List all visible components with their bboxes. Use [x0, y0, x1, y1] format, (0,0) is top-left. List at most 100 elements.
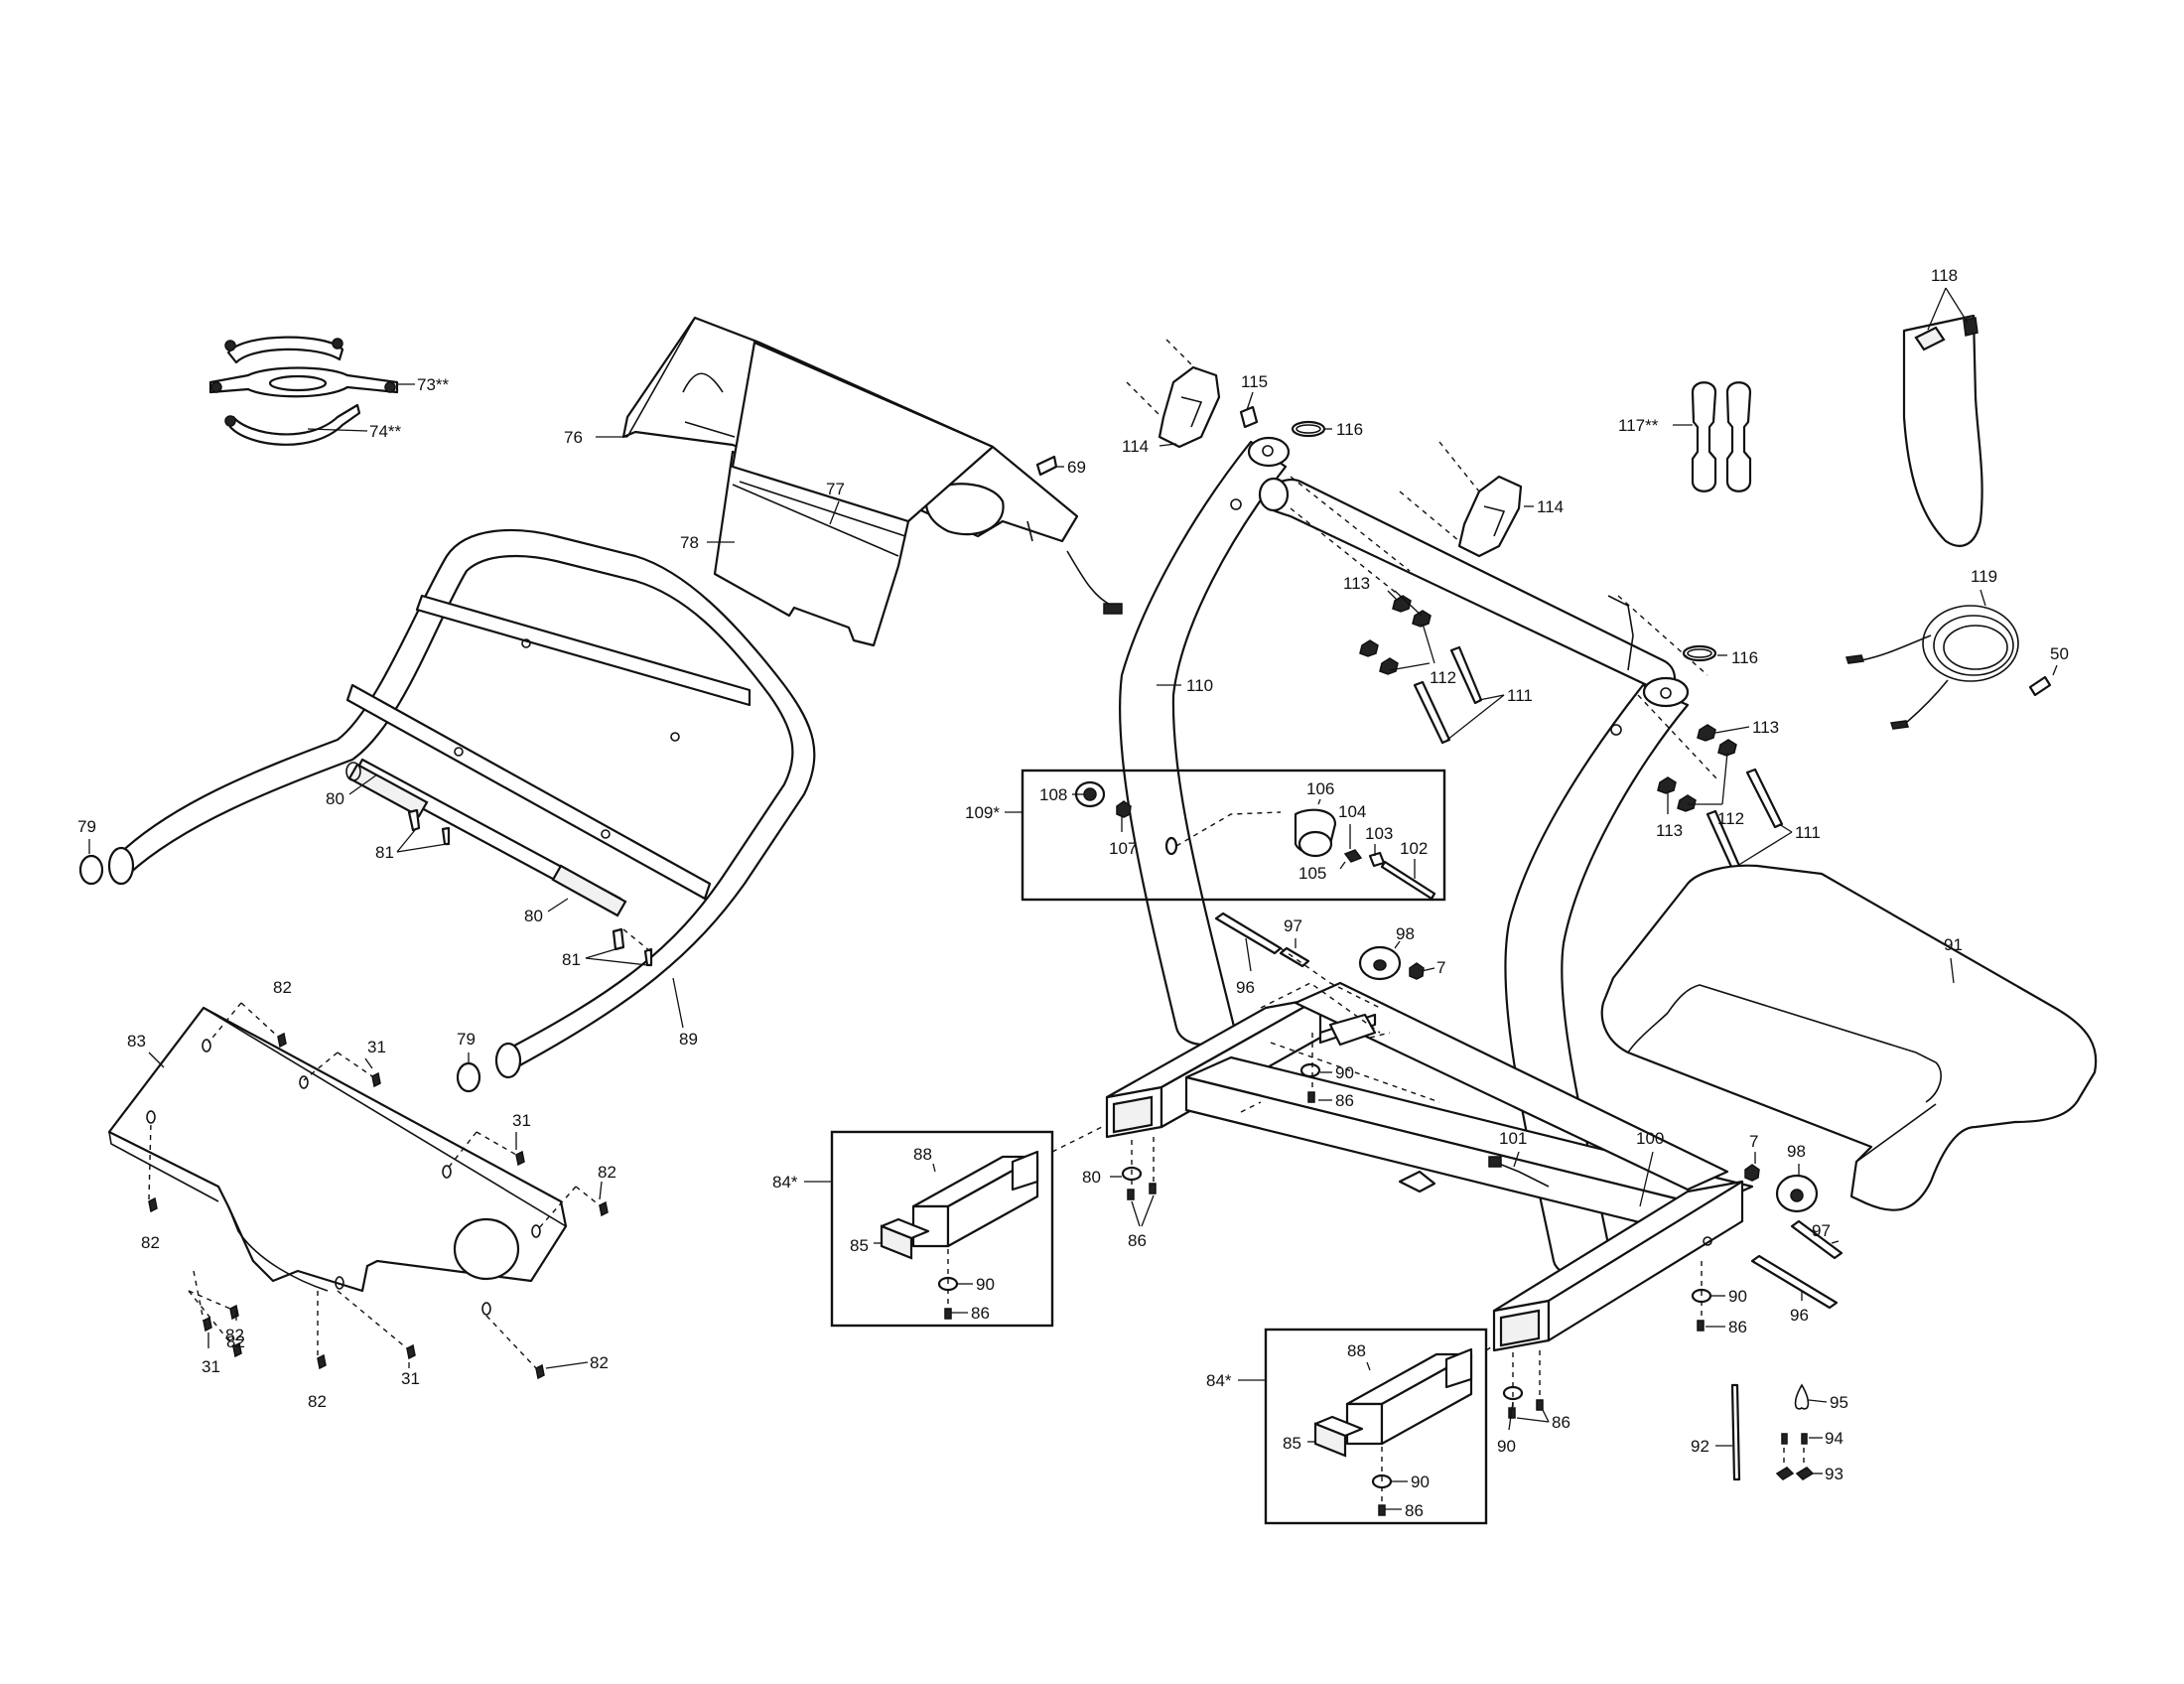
box-109-parts [1074, 780, 1436, 901]
part-label-97a: 97 [1284, 916, 1302, 935]
part-label-114b: 114 [1537, 497, 1564, 516]
part-label-85b: 85 [1283, 1434, 1301, 1453]
part-label-90e: 90 [1411, 1473, 1430, 1491]
part-label-90b: 90 [1728, 1287, 1747, 1306]
part-label-31b: 31 [512, 1111, 531, 1130]
motor-hood-83 [107, 1006, 568, 1316]
part-label-93: 93 [1825, 1465, 1843, 1483]
part-label-108: 108 [1039, 785, 1067, 804]
part-label-111b: 111 [1795, 823, 1821, 842]
part-label-80c: 80 [1082, 1168, 1101, 1187]
part-label-96b: 96 [1790, 1306, 1809, 1325]
part-label-92: 92 [1691, 1437, 1709, 1456]
part-label-91: 91 [1944, 935, 1963, 954]
key-50 [2028, 675, 2052, 697]
part-label-82b: 82 [598, 1163, 616, 1182]
handle-caps-114 [1158, 365, 1523, 558]
part-label-86a: 86 [1335, 1091, 1354, 1110]
part-label-81a: 81 [375, 843, 394, 862]
console-overlay-78 [713, 450, 910, 647]
part-label-82g: 82 [225, 1326, 244, 1344]
part-label-88b: 88 [1347, 1341, 1366, 1360]
leveler-box-84a [830, 1130, 1054, 1328]
part-label-82e: 82 [308, 1392, 327, 1411]
part-label-81b: 81 [562, 950, 581, 969]
part-label-31d: 31 [401, 1369, 420, 1388]
part-label-111a: 111 [1507, 686, 1533, 705]
chest-strap-74 [224, 403, 361, 446]
leveler-84a-parts [880, 1150, 1039, 1320]
rings-116 [1291, 420, 1717, 662]
part-label-82c: 82 [141, 1233, 160, 1252]
part-label-86d: 86 [1552, 1413, 1570, 1432]
part-label-77: 77 [826, 480, 845, 498]
tie-92 [1730, 1383, 1741, 1481]
screws-81 [407, 808, 653, 967]
part-label-105: 105 [1298, 864, 1326, 883]
part-label-106: 106 [1306, 779, 1334, 798]
axle-parts-rear [1691, 1164, 1843, 1332]
screw-115 [1239, 405, 1259, 429]
part-label-113c: 113 [1656, 821, 1683, 840]
part-label-31a: 31 [367, 1038, 386, 1056]
part-label-112a: 112 [1430, 668, 1456, 687]
part-label-84b: 84* [1206, 1371, 1232, 1390]
part-label-113b: 113 [1752, 718, 1779, 737]
console-shelf-77 [731, 341, 995, 537]
part-label-86b: 86 [1128, 1231, 1147, 1250]
part-label-110: 110 [1186, 676, 1213, 695]
part-label-90d: 90 [976, 1275, 995, 1294]
part-label-103: 103 [1365, 824, 1393, 843]
part-label-116b: 116 [1731, 648, 1758, 667]
part-label-107: 107 [1109, 839, 1137, 858]
part-label-74: 74** [369, 422, 402, 441]
part-label-96a: 96 [1236, 978, 1255, 997]
upright-frame-110 [1118, 436, 1690, 1279]
part-label-86c: 86 [1728, 1318, 1747, 1336]
part-label-118: 118 [1931, 266, 1958, 285]
clip-95 [1794, 1383, 1810, 1410]
part-label-7a: 7 [1436, 958, 1445, 977]
cable-101 [1488, 1156, 1550, 1188]
part-label-86e: 86 [971, 1304, 990, 1323]
part-label-78: 78 [680, 533, 699, 552]
part-label-83: 83 [127, 1032, 146, 1051]
part-label-76: 76 [564, 428, 583, 447]
assembly-box-109 [1021, 769, 1446, 902]
part-label-89: 89 [679, 1030, 698, 1049]
part-label-102: 102 [1400, 839, 1428, 858]
part-label-97b: 97 [1812, 1221, 1831, 1240]
clips-93 [1775, 1448, 1815, 1480]
cable-119 [1845, 605, 2019, 730]
part-label-69: 69 [1067, 458, 1086, 477]
safety-bag-118 [1902, 314, 1983, 547]
part-label-90c: 90 [1497, 1437, 1516, 1456]
part-label-98b: 98 [1787, 1142, 1806, 1161]
handlebar-frame-89 [107, 528, 816, 1079]
part-label-31c: 31 [202, 1357, 220, 1376]
screw-69 [1035, 455, 1058, 477]
leveler-upper [1299, 1033, 1321, 1103]
part-label-80b: 80 [524, 907, 543, 925]
part-label-84a: 84* [772, 1173, 798, 1192]
part-label-88a: 88 [913, 1145, 932, 1164]
part-label-7b: 7 [1749, 1132, 1758, 1151]
part-label-82a: 82 [273, 978, 292, 997]
part-label-82f: 82 [590, 1353, 609, 1372]
part-label-112b: 112 [1717, 809, 1744, 828]
part-label-101: 101 [1499, 1129, 1527, 1148]
part-label-86f: 86 [1405, 1501, 1424, 1520]
part-label-119: 119 [1971, 567, 1997, 586]
running-board-91 [1600, 864, 2098, 1211]
part-label-117: 117** [1618, 416, 1659, 435]
part-label-114a: 114 [1122, 437, 1149, 456]
part-label-109: 109* [965, 803, 1000, 822]
dumbbells-117 [1691, 381, 1752, 492]
leveler-left-front [1121, 1137, 1157, 1200]
base-frame [1105, 981, 1754, 1352]
part-label-79b: 79 [457, 1030, 476, 1049]
part-label-113a: 113 [1343, 574, 1370, 593]
end-caps-79 [78, 854, 481, 1093]
part-label-98a: 98 [1396, 924, 1415, 943]
